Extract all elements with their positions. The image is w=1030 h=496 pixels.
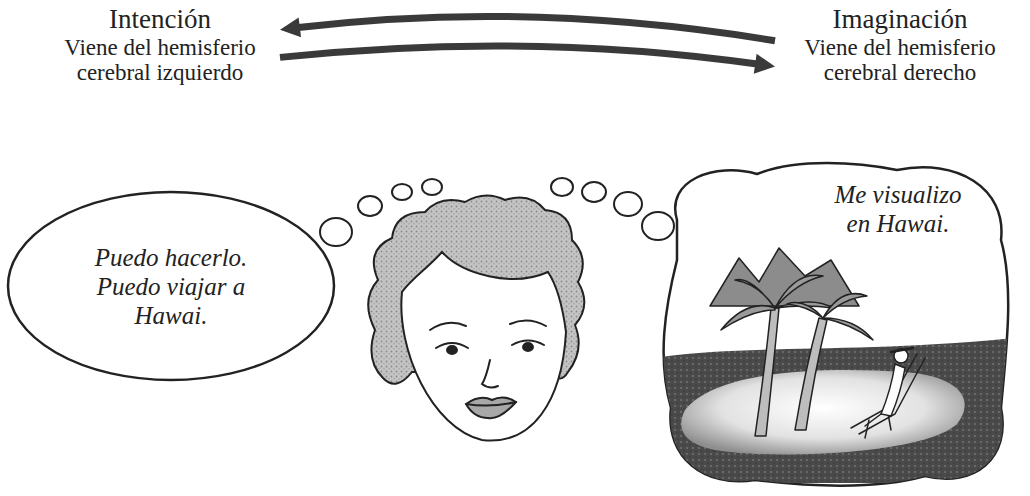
lounger-figure — [851, 348, 925, 438]
drawing-part — [320, 218, 352, 246]
drawing-part — [482, 360, 498, 388]
curved-arrow — [280, 46, 775, 74]
beach — [681, 370, 964, 454]
drawing-part — [614, 192, 642, 216]
drawing-part — [430, 323, 466, 330]
face-outline — [401, 252, 566, 441]
drawing-part — [523, 343, 533, 351]
drawing-part — [551, 178, 573, 196]
drawing-part — [466, 402, 516, 406]
drawing-part — [582, 182, 606, 202]
thought-text: Puedo hacerlo. Puedo viajar a Hawai. — [86, 243, 256, 330]
description-text: Viene del hemisferio cerebral derecho — [775, 35, 1025, 85]
heading-text: Intención — [109, 4, 211, 35]
drawing-part — [642, 212, 674, 240]
heading-text: Imaginación — [833, 4, 968, 35]
drawing-part — [392, 184, 412, 200]
drawing-part — [865, 414, 881, 426]
drawing-part — [466, 397, 516, 418]
drawing-part — [510, 320, 546, 326]
drawing-part — [422, 179, 442, 195]
concept-heading: ImaginaciónViene del hemisferio cerebral… — [775, 4, 1025, 96]
arrow-head — [280, 17, 301, 37]
drawing-part — [358, 196, 382, 216]
description-text: Viene del hemisferio cerebral izquierdo — [40, 35, 280, 85]
bubble-shape — [8, 192, 334, 380]
drawing-part — [881, 364, 905, 416]
beach-scene — [655, 158, 1015, 483]
concept-heading: IntenciónViene del hemisferio cerebral i… — [40, 4, 280, 96]
arrow-head — [754, 54, 775, 74]
drawing-part — [735, 280, 775, 308]
arrow-shaft — [296, 16, 775, 40]
palm-trees — [721, 275, 873, 436]
thought-bubble: Puedo hacerlo. Puedo viajar a Hawai. — [6, 190, 336, 382]
face-features — [430, 320, 546, 418]
cloud-shape — [664, 163, 1009, 486]
sea-and-beach — [655, 338, 1015, 483]
thought-text: Me visualizo en Hawai. — [823, 180, 973, 238]
drawing-part — [447, 346, 457, 354]
curved-arrow — [280, 16, 775, 40]
sea — [655, 338, 1015, 483]
drawing-part — [859, 358, 925, 434]
arrow-shaft — [280, 46, 759, 64]
drawing-part — [891, 348, 913, 352]
